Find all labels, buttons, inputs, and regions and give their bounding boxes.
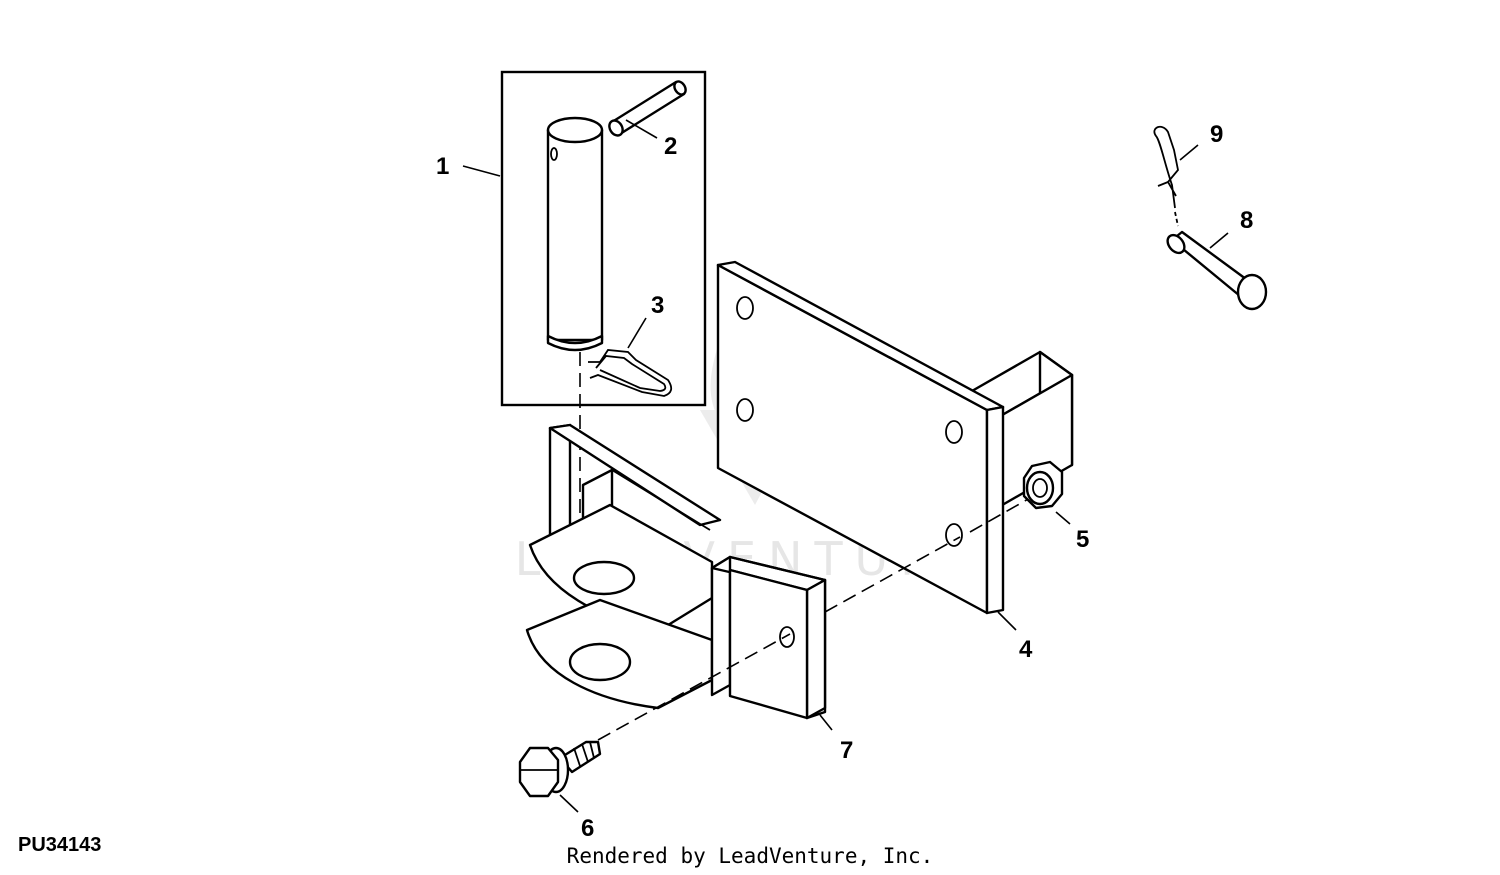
leader-lines <box>462 119 1229 813</box>
callout-1: 1 <box>436 153 449 180</box>
callout-7: 7 <box>840 737 853 764</box>
callout-labels: 1 2 3 4 5 6 7 8 9 <box>436 121 1253 842</box>
callout-8: 8 <box>1240 207 1253 234</box>
part-2-roll-pin <box>608 80 687 137</box>
figure-id: PU34143 <box>18 834 102 856</box>
leader-bolt-dash-b <box>824 536 961 613</box>
part-3-clip <box>588 349 673 397</box>
part-9-hair-pin <box>1153 125 1179 227</box>
part-5-flange-nut <box>1022 460 1064 510</box>
callout-6: 6 <box>581 815 594 842</box>
footer-credit: Rendered by LeadVenture, Inc. <box>566 844 934 868</box>
part-1-pin <box>546 116 604 352</box>
leader-bolt-dash-a <box>597 633 791 741</box>
callout-3: 3 <box>651 292 664 319</box>
part-7-drawbar-bracket <box>525 423 827 720</box>
callout-5: 5 <box>1076 526 1089 553</box>
leader-bolt-dash-c <box>969 497 1031 533</box>
inset-box <box>500 70 707 407</box>
part-4-mounting-plate <box>716 260 1074 615</box>
part-8-clevis-pin <box>1166 230 1268 311</box>
callout-2: 2 <box>664 133 677 160</box>
part-6-flange-bolt <box>518 740 602 798</box>
callout-4: 4 <box>1019 636 1033 663</box>
callout-9: 9 <box>1210 121 1223 148</box>
